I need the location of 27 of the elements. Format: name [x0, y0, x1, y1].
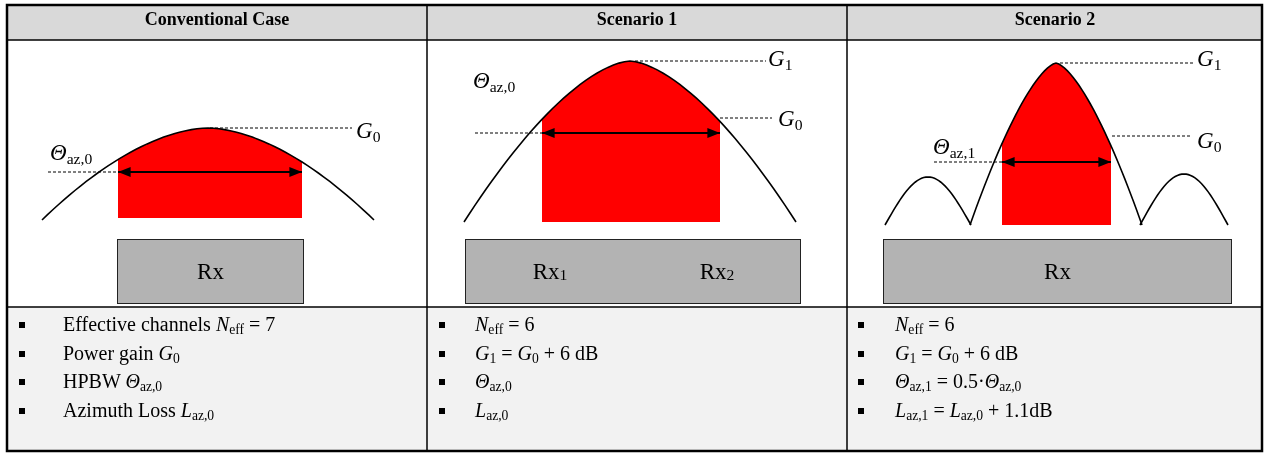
list-item-text: Θ$_{az,1}$ = 0.5·Θ$_{az,0}$ — [895, 370, 1022, 392]
receiver-box: Rx — [117, 239, 304, 304]
list-item-text: L$_{az,1}$ = L$_{az,0}$ + 1.1dB — [895, 398, 1053, 421]
gain-label: G$_{1}$ — [768, 46, 793, 72]
list-item-text: N$_{eff}$ = 6 — [895, 313, 955, 335]
list-item-text: N$_{eff}$ = 6 — [475, 313, 535, 335]
gain-label: G$_{1}$ — [1197, 46, 1222, 72]
gain-label: G$_{0}$ — [356, 118, 381, 144]
list-item-text: HPBW Θ$_{az,0}$ — [63, 370, 163, 392]
list-item-text: Effective channels N$_{eff}$ = 7 — [63, 313, 276, 335]
column-header: Scenario 2 — [1014, 10, 1096, 30]
list-item-text: Azimuth Loss L$_{az,0}$ — [63, 398, 215, 421]
gain-label: G$_{0}$ — [1197, 128, 1222, 154]
list-item-text: G$_{1}$ = G$_{0}$ + 6 dB — [475, 341, 599, 364]
receiver-box: Rx$_{2}$ — [634, 239, 801, 304]
list-item-text: Power gain G$_{0}$ — [63, 341, 180, 364]
receiver-box: Rx — [883, 239, 1232, 304]
list-item-text: Θ$_{az,0}$ — [475, 370, 512, 392]
beamwidth-label: Θ$_{az,1}$ — [933, 134, 976, 160]
beamwidth-label: Θ$_{az,0}$ — [473, 68, 516, 94]
list-item-text: L$_{az,0}$ — [475, 398, 509, 421]
gain-label: G$_{0}$ — [778, 106, 803, 132]
column-header: Scenario 1 — [596, 10, 678, 30]
beamwidth-label: Θ$_{az,0}$ — [50, 140, 93, 166]
list-item-text: G$_{1}$ = G$_{0}$ + 6 dB — [895, 341, 1019, 364]
receiver-box: Rx$_{1}$ — [465, 239, 635, 304]
column-header: Conventional Case — [144, 10, 290, 30]
